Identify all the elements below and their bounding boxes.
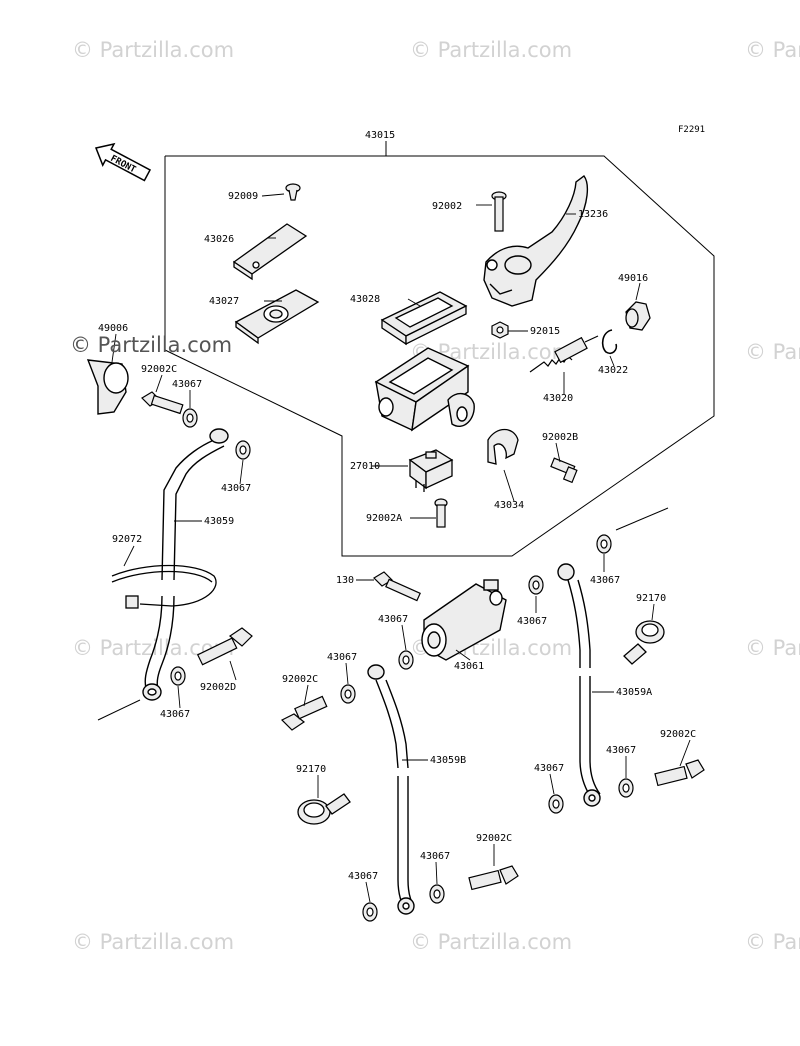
part-number-label[interactable]: 43026 bbox=[204, 234, 234, 245]
brake-joint-part bbox=[421, 579, 507, 661]
banjo-cap-part bbox=[86, 359, 129, 415]
part-number-label[interactable]: 43067 bbox=[590, 575, 620, 586]
bolt-part bbox=[196, 627, 253, 666]
watermark: © Partzilla.com bbox=[410, 38, 573, 62]
part-number-label[interactable]: 13236 bbox=[578, 209, 608, 220]
part-number-label[interactable]: 92002C bbox=[660, 729, 696, 740]
reservoir-cap-part bbox=[232, 223, 308, 281]
screw-part bbox=[285, 183, 301, 201]
watermark: © Partzilla.com bbox=[410, 930, 573, 954]
junction-bolt-part bbox=[373, 571, 421, 602]
hose-clamp-part bbox=[623, 620, 665, 665]
part-number-label[interactable]: 43028 bbox=[350, 294, 380, 305]
part-number-label[interactable]: 43059A bbox=[616, 687, 652, 698]
banjo-bolt-part bbox=[141, 391, 184, 415]
hose-clamp-part bbox=[111, 564, 217, 609]
brake-hose-part bbox=[367, 664, 415, 915]
part-number-label[interactable]: 92072 bbox=[112, 534, 142, 545]
part-number-label[interactable]: 43067 bbox=[348, 871, 378, 882]
switch-screw-part bbox=[434, 498, 448, 528]
clamp-bolt-part bbox=[550, 457, 578, 484]
watermark: © Partzilla.com bbox=[745, 340, 800, 364]
part-number-label[interactable]: 43067 bbox=[221, 483, 251, 494]
watermark: © Partzilla.com bbox=[745, 38, 800, 62]
part-number-label[interactable]: 130 bbox=[336, 575, 354, 586]
banjo-bolt-part bbox=[280, 695, 328, 731]
part-number-label[interactable]: 92015 bbox=[530, 326, 560, 337]
reservoir-seal-part bbox=[380, 291, 468, 346]
banjo-bolt-part bbox=[654, 759, 705, 787]
part-number-label[interactable]: 43067 bbox=[606, 745, 636, 756]
brake-switch-part bbox=[408, 449, 454, 492]
washer-part bbox=[170, 408, 634, 922]
part-number-label[interactable]: 43059 bbox=[204, 516, 234, 527]
part-number-label[interactable]: 92002B bbox=[542, 432, 578, 443]
part-number-label[interactable]: 43067 bbox=[378, 614, 408, 625]
circlip-part bbox=[601, 329, 618, 355]
front-arrow-icon: FRONT bbox=[94, 142, 152, 182]
part-number-label[interactable]: 43022 bbox=[598, 365, 628, 376]
diagram-code: F2291 bbox=[678, 125, 705, 135]
part-number-label[interactable]: 43067 bbox=[517, 616, 547, 627]
watermark: © Partzilla.com bbox=[72, 930, 235, 954]
assembly-outline bbox=[164, 155, 715, 557]
part-number-label[interactable]: 92002 bbox=[432, 201, 462, 212]
part-number-label[interactable]: 49016 bbox=[618, 273, 648, 284]
watermark: © Partzilla.com bbox=[70, 333, 233, 357]
part-number-label[interactable]: 43067 bbox=[172, 379, 202, 390]
part-number-label[interactable]: 92002D bbox=[200, 682, 236, 693]
part-number-label[interactable]: 92002A bbox=[366, 513, 402, 524]
part-number-label[interactable]: 43059B bbox=[430, 755, 466, 766]
part-number-label[interactable]: 43034 bbox=[494, 500, 524, 511]
banjo-bolt-part bbox=[468, 865, 519, 891]
part-number-label[interactable]: 43067 bbox=[327, 652, 357, 663]
watermark: © Partzilla.com bbox=[72, 38, 235, 62]
part-number-label[interactable]: 43020 bbox=[543, 393, 573, 404]
piston-kit-part bbox=[529, 335, 599, 373]
nut-part bbox=[491, 321, 509, 339]
part-number-label[interactable]: 92002C bbox=[141, 364, 177, 375]
part-number-label[interactable]: 92009 bbox=[228, 191, 258, 202]
part-number-label[interactable]: 92002C bbox=[476, 833, 512, 844]
watermark: © Partzilla.com bbox=[745, 930, 800, 954]
clamp-part bbox=[487, 428, 519, 465]
watermark: © Partzilla.com bbox=[745, 636, 800, 660]
diaphragm-part bbox=[234, 289, 320, 345]
callout-labels: 43015 92009 92002 13236 43026 49016 4302… bbox=[98, 130, 696, 882]
leader-lines bbox=[111, 193, 691, 903]
master-cylinder-body-part bbox=[374, 347, 475, 432]
part-number-label[interactable]: 43027 bbox=[209, 296, 239, 307]
part-number-label[interactable]: 43015 bbox=[365, 130, 395, 141]
part-number-label[interactable]: 49006 bbox=[98, 323, 128, 334]
hose-clamp-part bbox=[297, 793, 351, 825]
brake-lever-part bbox=[483, 175, 589, 307]
boot-part bbox=[625, 301, 651, 331]
part-number-label[interactable]: 43061 bbox=[454, 661, 484, 672]
part-number-label[interactable]: 43067 bbox=[420, 851, 450, 862]
brake-hose-part bbox=[97, 428, 229, 721]
pivot-bolt-part bbox=[491, 191, 507, 232]
part-number-label[interactable]: 43067 bbox=[160, 709, 190, 720]
part-number-label[interactable]: 27010 bbox=[350, 461, 380, 472]
part-number-label[interactable]: 92170 bbox=[296, 764, 326, 775]
part-number-label[interactable]: 92170 bbox=[636, 593, 666, 604]
part-number-label[interactable]: 43067 bbox=[534, 763, 564, 774]
part-number-label[interactable]: 92002C bbox=[282, 674, 318, 685]
brake-hose-part bbox=[557, 507, 669, 807]
